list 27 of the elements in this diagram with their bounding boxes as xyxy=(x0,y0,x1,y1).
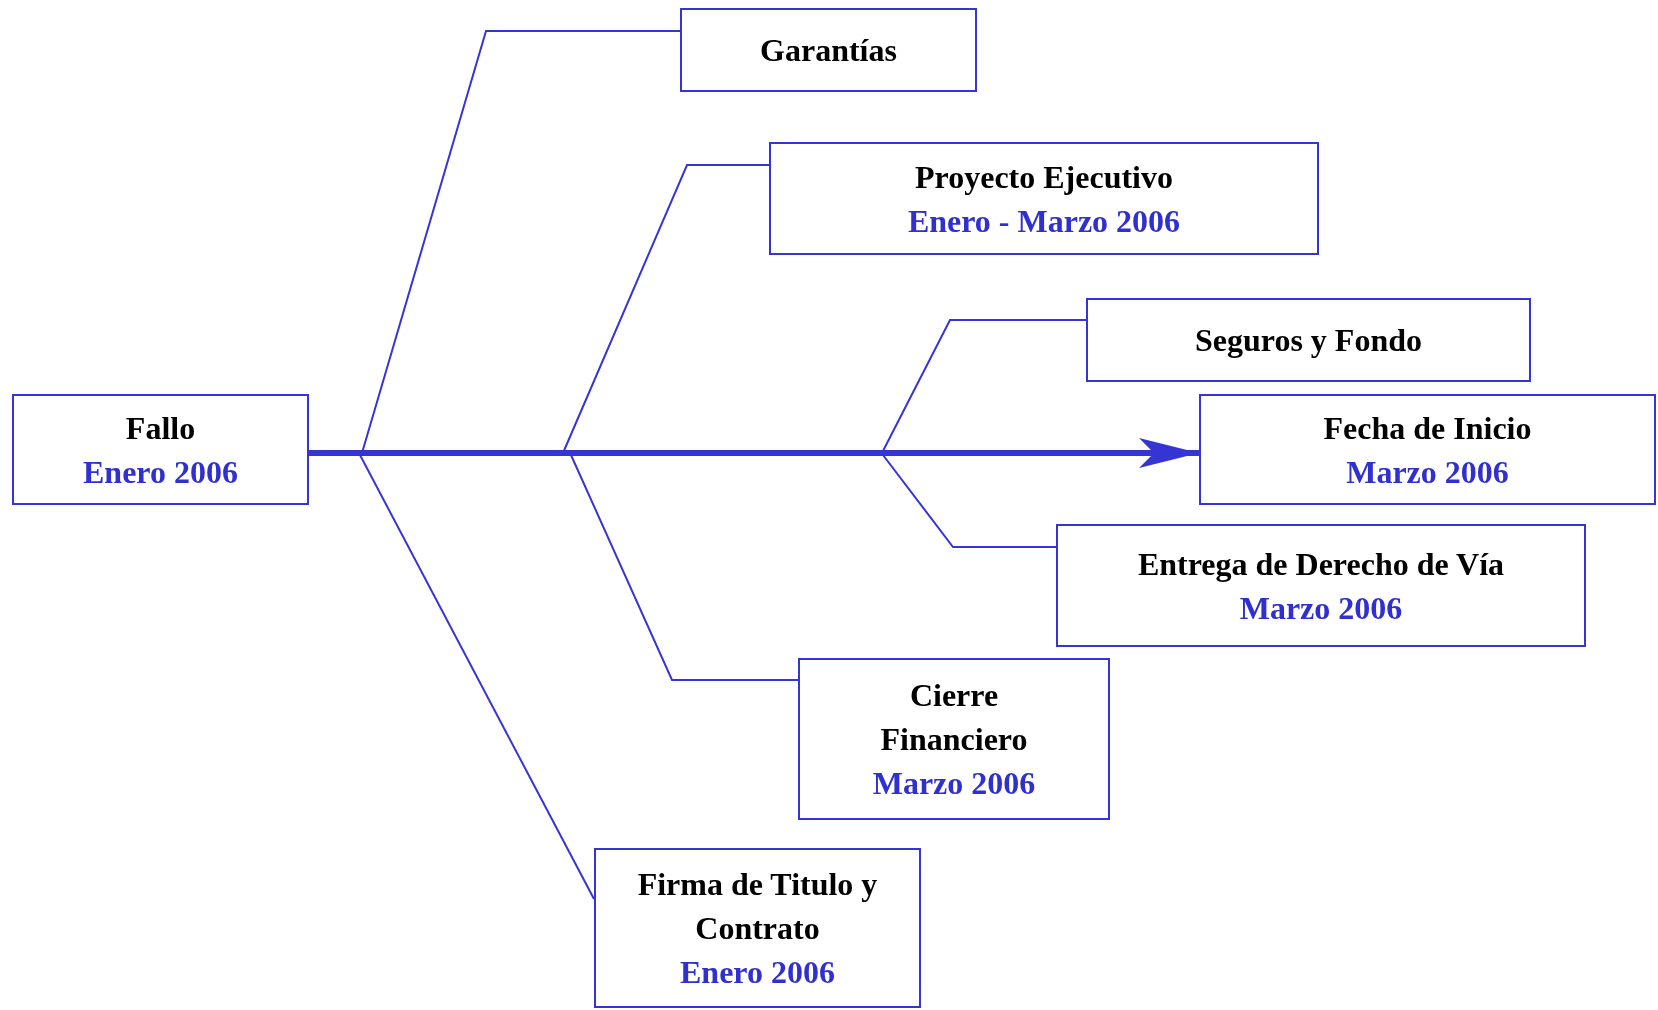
milestone-box xyxy=(1086,298,1531,382)
timeline-arrow xyxy=(309,438,1199,468)
branch-line xyxy=(570,454,799,681)
milestone-date: Enero 2006 xyxy=(680,953,835,992)
milestone-box xyxy=(1199,394,1656,505)
milestone-title: Entrega de Derecho de Vía xyxy=(1137,544,1505,584)
branch-line xyxy=(359,454,595,900)
milestone-title: Cierre Financiero xyxy=(879,676,1029,759)
milestone-box xyxy=(798,658,1110,820)
milestone-box xyxy=(12,394,309,505)
milestone-date: Marzo 2006 xyxy=(1346,452,1509,492)
milestone-title: Fecha de Inicio xyxy=(1323,408,1532,448)
milestone-box xyxy=(769,142,1319,255)
milestone-box xyxy=(594,848,921,1008)
milestone-title: Proyecto Ejecutivo xyxy=(915,157,1173,197)
branch-line xyxy=(882,319,1087,452)
branch-line xyxy=(882,454,1057,548)
milestone-title: Garantías xyxy=(760,31,897,70)
milestone-date: Enero 2006 xyxy=(83,452,238,492)
milestone-box xyxy=(680,8,977,92)
milestone-title: Fallo xyxy=(125,408,196,448)
milestone-date: Enero - Marzo 2006 xyxy=(907,201,1181,241)
milestone-box xyxy=(1056,524,1586,647)
milestone-title: Firma de Titulo y Contrato xyxy=(636,865,879,948)
milestone-date: Marzo 2006 xyxy=(872,764,1036,803)
milestone-date: Marzo 2006 xyxy=(1239,588,1403,628)
milestone-title: Seguros y Fondo xyxy=(1195,321,1422,360)
